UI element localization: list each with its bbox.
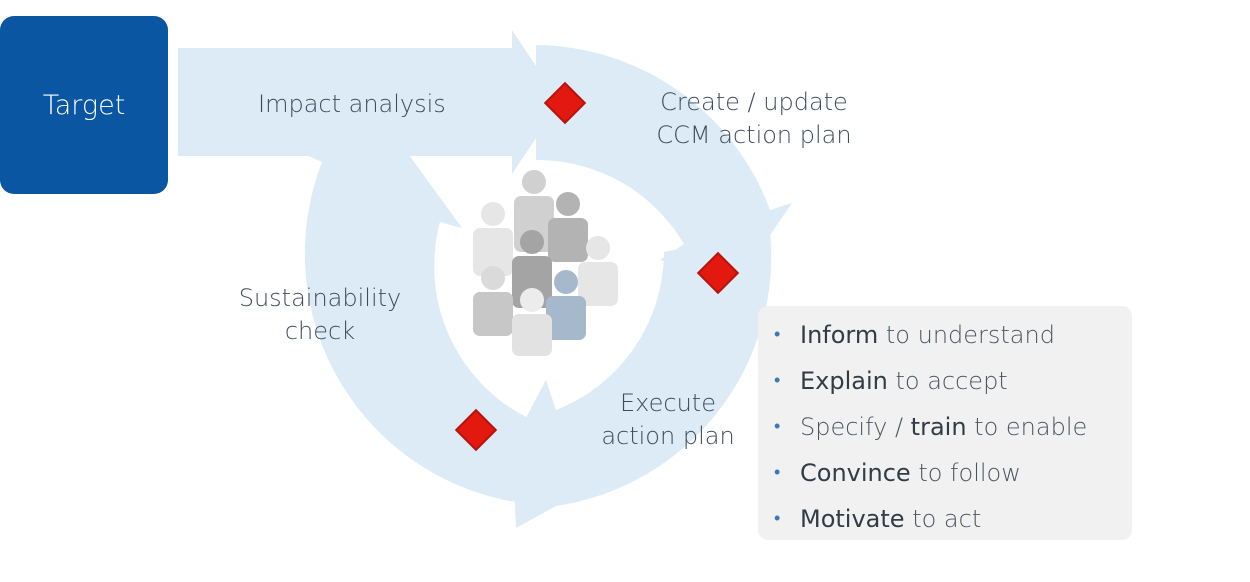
communication-list: • Inform to understand • Explain to accept…: [774, 312, 1132, 542]
execute-arc-arrow: [512, 232, 772, 528]
bullet-icon: •: [774, 324, 781, 345]
item-prefix: Specify /: [800, 413, 911, 441]
execute-plan-line1: Execute: [620, 389, 716, 417]
create-plan-label: Create / update CCM action plan: [652, 86, 856, 152]
milestone-diamond-icon: [543, 81, 587, 125]
list-item: • Explain to accept: [774, 358, 1132, 404]
item-suffix: to follow: [910, 459, 1021, 487]
list-item: • Motivate to act: [774, 496, 1132, 542]
execute-plan-label: Execute action plan: [592, 387, 744, 453]
item-keyword: Inform: [800, 321, 879, 349]
sustainability-check-line2: check: [284, 317, 356, 345]
people-group-icon: [473, 170, 618, 356]
item-keyword: Convince: [800, 459, 911, 487]
execute-plan-line2: action plan: [601, 422, 735, 450]
impact-analysis-text: Impact analysis: [258, 90, 446, 118]
communication-panel: • Inform to understand • Explain to accept…: [758, 306, 1132, 540]
target-box: Target: [0, 16, 168, 194]
bullet-icon: •: [774, 508, 781, 529]
milestone-diamond-icon: [696, 251, 740, 295]
bullet-icon: •: [774, 462, 781, 483]
item-keyword: train: [910, 413, 967, 441]
impact-analysis-label: Impact analysis: [258, 88, 446, 121]
impact-arrow: [178, 30, 560, 174]
item-keyword: Motivate: [800, 505, 905, 533]
sustainability-check-label: Sustainability check: [228, 282, 412, 348]
bullet-icon: •: [774, 370, 781, 391]
list-item: • Specify / train to enable: [774, 404, 1132, 450]
item-suffix: to understand: [878, 321, 1055, 349]
item-suffix: to act: [904, 505, 982, 533]
create-arc-arrow: [536, 45, 792, 282]
sustainability-check-line1: Sustainability: [238, 284, 402, 312]
item-keyword: Explain: [800, 367, 888, 395]
create-plan-line1: Create / update: [660, 88, 848, 116]
item-suffix: to accept: [887, 367, 1008, 395]
create-plan-line2: CCM action plan: [656, 121, 852, 149]
list-item: • Convince to follow: [774, 450, 1132, 496]
item-suffix: to enable: [966, 413, 1088, 441]
bullet-icon: •: [774, 416, 781, 437]
milestone-diamond-icon: [454, 408, 498, 452]
list-item: • Inform to understand: [774, 312, 1132, 358]
target-label: Target: [42, 89, 126, 121]
